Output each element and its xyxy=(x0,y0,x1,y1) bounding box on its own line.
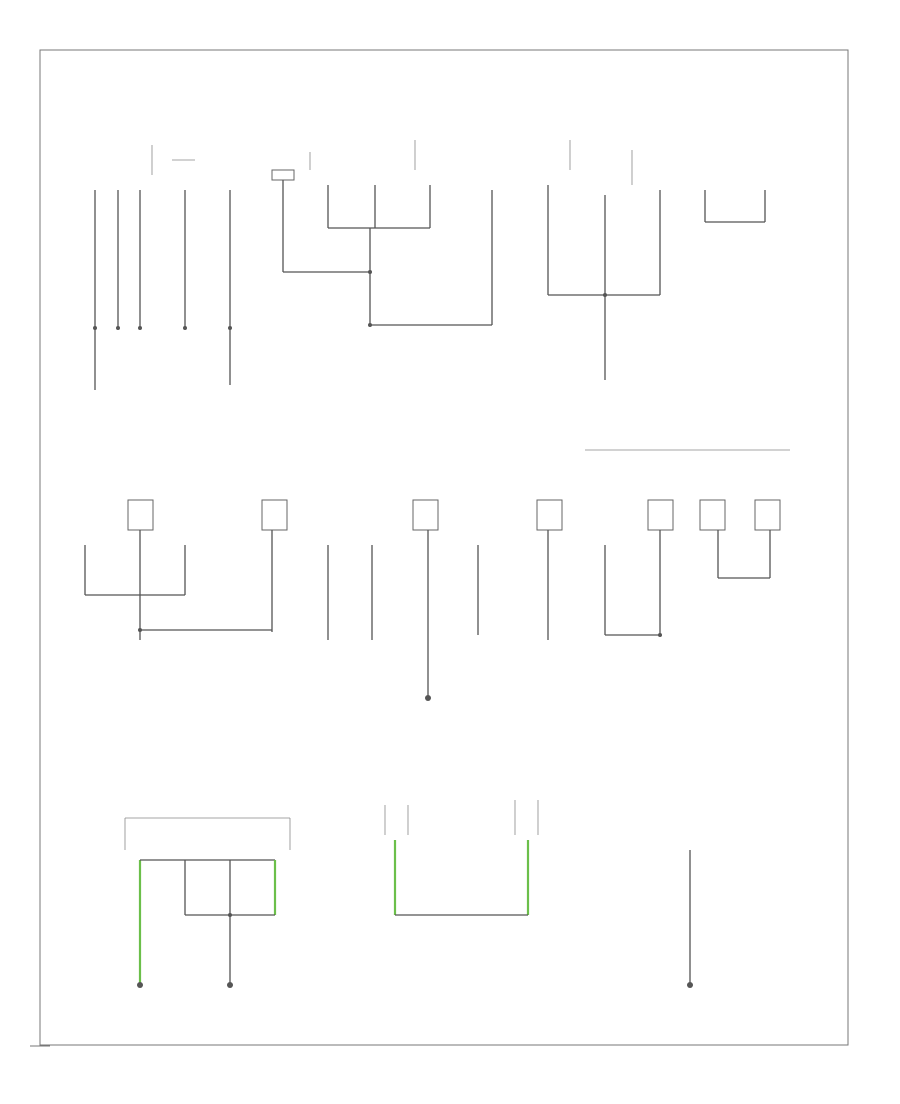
center-ground-wire xyxy=(425,530,549,701)
center-bottom-wires xyxy=(384,800,539,916)
ground-point xyxy=(687,982,693,988)
ground-point xyxy=(137,982,143,988)
right-lamp-wires xyxy=(604,530,771,637)
top-ground-section xyxy=(93,140,766,390)
diagram-border xyxy=(39,49,849,1046)
lamp-boxes xyxy=(127,499,781,531)
control-module-bracket xyxy=(124,817,291,850)
middle-splice-wires xyxy=(271,140,493,327)
right-splice-wires xyxy=(547,140,766,380)
right-bottom-wire xyxy=(687,850,693,988)
ground-point xyxy=(425,695,431,701)
bottom-ground-section xyxy=(124,800,693,988)
middle-ground-section xyxy=(84,449,790,701)
ground-point xyxy=(227,982,233,988)
left-lamp-wires xyxy=(84,530,373,640)
control-module-wires xyxy=(137,859,277,988)
left-connector-wires xyxy=(93,145,232,390)
